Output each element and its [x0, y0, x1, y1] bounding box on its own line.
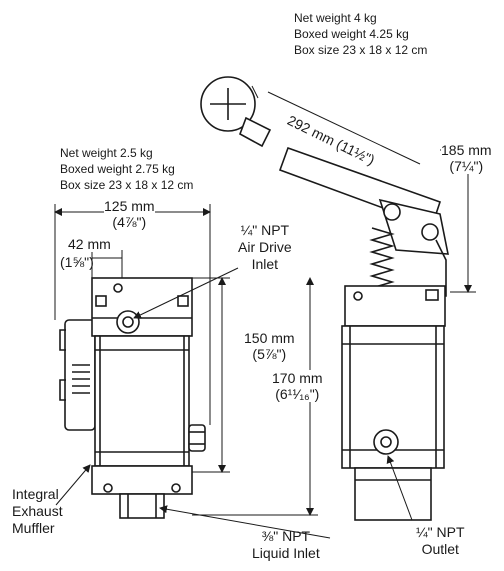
right-pump — [200, 76, 449, 521]
total-height-in: (6¹¹⁄₁₆") — [275, 386, 320, 402]
right-bottom-block — [354, 467, 432, 521]
air-pump-boxed-weight: Boxed weight 2.75 kg — [60, 162, 175, 176]
total-height-mm: 170 mm — [272, 370, 323, 386]
outlet-callout: ¼" NPT Outlet — [416, 524, 465, 558]
left-pump — [59, 277, 206, 519]
muffler-line3: Muffler — [12, 520, 55, 536]
total-height-label: 170 mm (6¹¹⁄₁₆") — [272, 370, 323, 402]
liquid-inlet-callout: ⅜" NPT Liquid Inlet — [252, 528, 320, 562]
body-height-label: 150 mm (5⅞") — [244, 330, 295, 362]
liquid-inlet-size: ⅜" NPT — [261, 528, 311, 544]
muffler-line2: Exhaust — [12, 503, 63, 519]
left-cylinder — [94, 335, 190, 467]
handle-pump-specs: Net weight 4 kg Boxed weight 4.25 kg Box… — [294, 10, 427, 58]
handle-pump-net-weight: Net weight 4 kg — [294, 11, 377, 25]
air-pump-box-size: Box size 23 x 18 x 12 cm — [60, 178, 194, 192]
width-mm: 125 mm — [104, 198, 155, 214]
exhaust-muffler — [64, 319, 96, 431]
air-inlet-line3: Inlet — [251, 256, 279, 272]
handle-pump-box-size: Box size 23 x 18 x 12 cm — [294, 43, 428, 57]
offset-mm: 42 mm — [68, 236, 111, 252]
air-inlet-line2: Air Drive — [238, 239, 292, 255]
height-top-label: 185 mm (7¼") — [441, 142, 492, 174]
air-inlet-size: ¼" NPT — [240, 222, 290, 238]
handle-pump-boxed-weight: Boxed weight 4.25 kg — [294, 27, 409, 41]
width-label: 125 mm (4⅞") — [104, 198, 155, 230]
body-height-in: (5⅞") — [252, 346, 287, 362]
air-pump-specs: Net weight 2.5 kg Boxed weight 2.75 kg B… — [60, 145, 193, 193]
body-height-mm: 150 mm — [244, 330, 295, 346]
outlet-size: ¼" NPT — [416, 524, 465, 540]
height-top-mm: 185 mm — [441, 142, 492, 158]
outlet-line2: Outlet — [421, 541, 459, 557]
width-in: (4⅞") — [112, 214, 147, 230]
spring — [369, 227, 395, 289]
height-top-in: (7¼") — [449, 158, 484, 174]
side-port — [188, 424, 206, 452]
muffler-line1: Integral — [12, 486, 59, 502]
liquid-inlet-line2: Liquid Inlet — [252, 545, 320, 561]
air-inlet-callout: ¼" NPT Air Drive Inlet — [238, 222, 292, 273]
offset-in: (1⅝") — [60, 254, 94, 270]
left-top-block — [91, 277, 193, 337]
muffler-callout: Integral Exhaust Muffler — [12, 486, 63, 537]
liquid-inlet-fitting — [119, 493, 165, 519]
air-pump-net-weight: Net weight 2.5 kg — [60, 146, 153, 160]
